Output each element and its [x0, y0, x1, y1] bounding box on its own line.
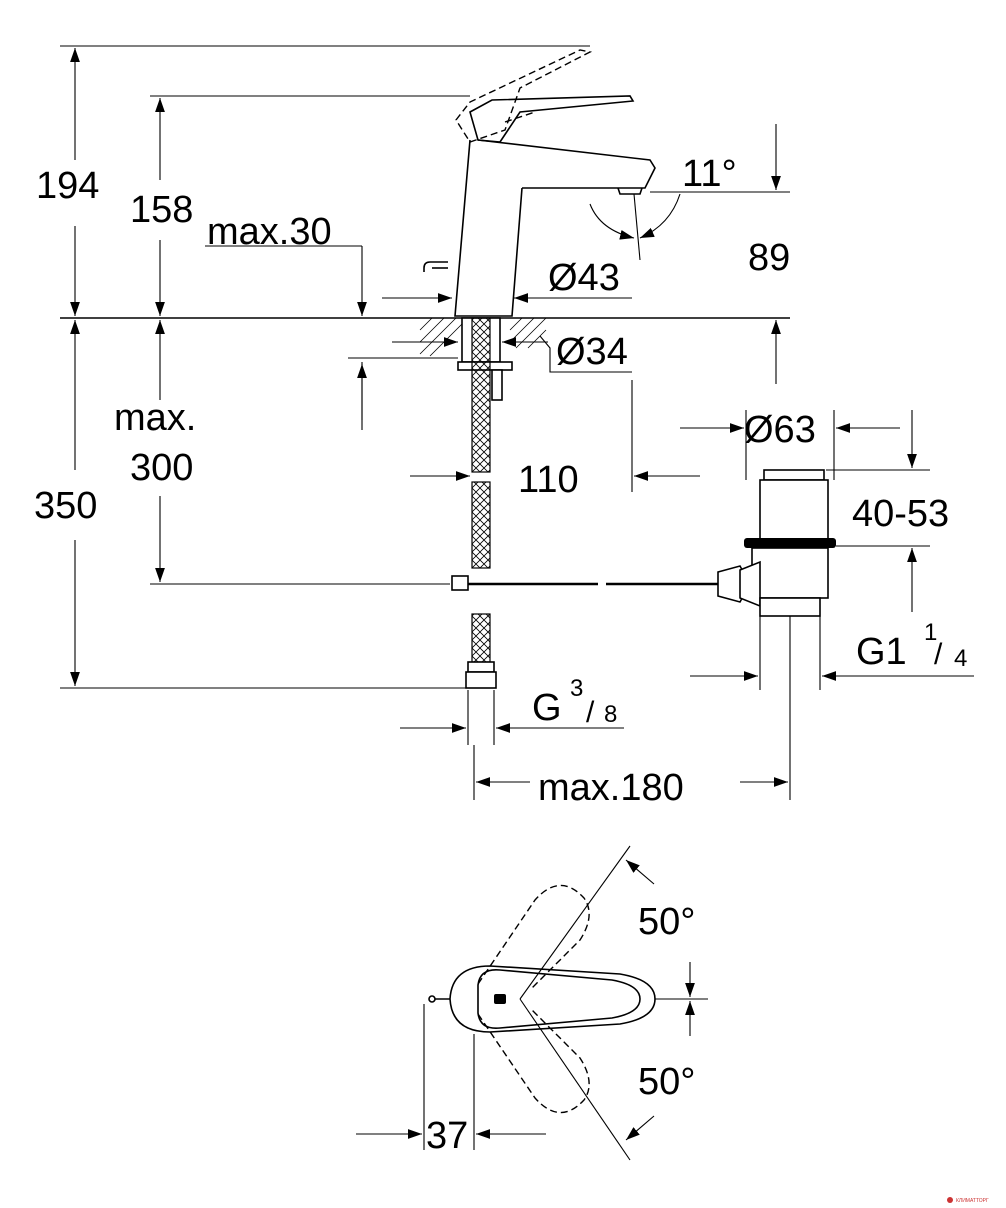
aerator	[617, 187, 643, 195]
svg-text:4: 4	[954, 645, 967, 672]
watermark: КЛИМАТТОРГ	[947, 1197, 989, 1204]
popup-linkage	[451, 565, 751, 603]
hose-nut	[467, 661, 495, 673]
supply-hose	[465, 317, 497, 689]
dimension-labels: 194 158 max.30 Ø43 Ø34 11° 89 max. 300 3…	[34, 153, 967, 1157]
svg-text:3: 3	[570, 675, 583, 702]
dim-194: 194	[36, 165, 99, 207]
faucet-spout	[477, 139, 656, 189]
dim-300: 300	[130, 447, 193, 489]
dim-89: 89	[748, 237, 790, 279]
faucet-side-view	[423, 49, 656, 317]
dim-max-180: max.180	[538, 767, 684, 809]
dim-g-3-8: G 3 / 8	[532, 675, 617, 729]
dim-max-label: max.	[114, 397, 196, 439]
hose-connector	[465, 671, 497, 689]
dim-g1-1-4: G1 1 / 4	[856, 619, 967, 673]
dim-diameter-63: Ø63	[744, 409, 816, 451]
svg-text:8: 8	[604, 701, 617, 728]
popup-rod	[423, 261, 448, 272]
dim-angle-50-top: 50°	[638, 901, 695, 943]
svg-text:/: /	[586, 696, 595, 729]
svg-text:КЛИМАТТОРГ: КЛИМАТТОРГ	[956, 1198, 989, 1204]
deck	[60, 317, 790, 401]
waste-valve	[739, 469, 836, 617]
dim-37: 37	[426, 1115, 468, 1157]
dim-110: 110	[518, 459, 579, 501]
dim-158: 158	[130, 189, 193, 231]
svg-text:1: 1	[924, 619, 937, 646]
faucet-top-view	[356, 845, 708, 1161]
dimension-lines	[60, 45, 974, 800]
dim-angle-50-bottom: 50°	[638, 1061, 695, 1103]
svg-text:G: G	[532, 687, 562, 729]
faucet-body	[454, 139, 523, 317]
dim-350: 350	[34, 485, 97, 527]
svg-text:G1: G1	[856, 631, 907, 673]
dim-max-30: max.30	[207, 211, 332, 253]
dim-40-53: 40-53	[852, 493, 949, 535]
dim-diameter-43: Ø43	[548, 257, 620, 299]
dim-angle-11: 11°	[682, 153, 737, 195]
fixing-rod	[491, 369, 503, 401]
svg-text:/: /	[934, 638, 943, 671]
lever-handle	[469, 95, 635, 143]
lever-raised-outline	[455, 49, 593, 143]
dim-diameter-34: Ø34	[556, 331, 628, 373]
